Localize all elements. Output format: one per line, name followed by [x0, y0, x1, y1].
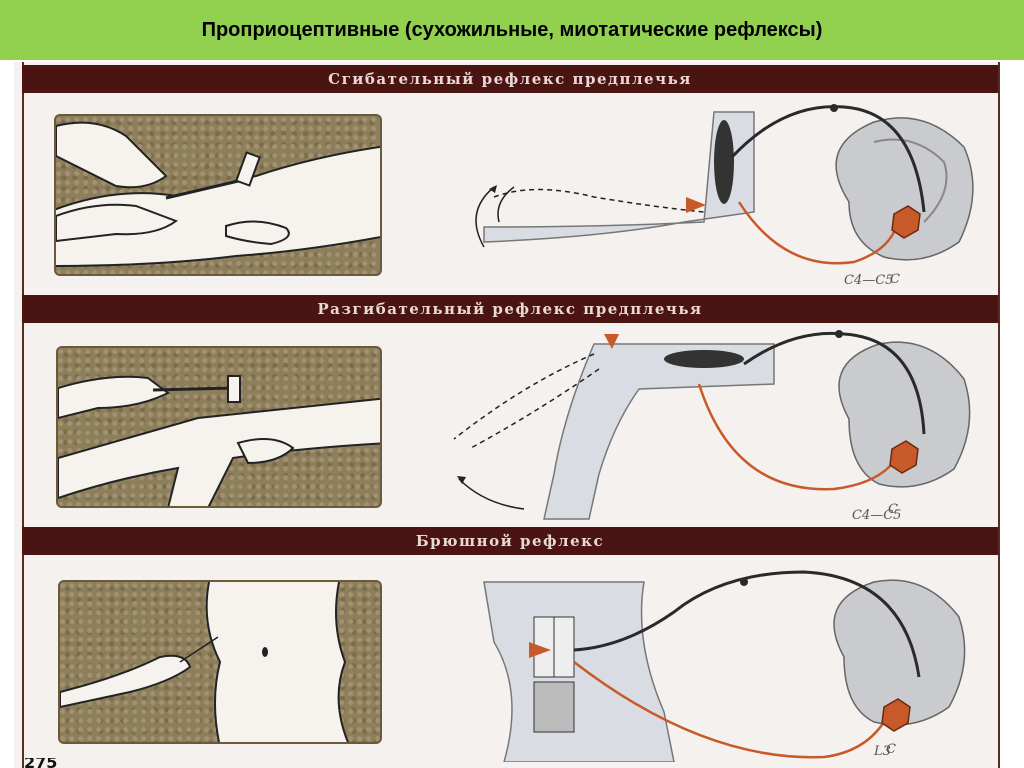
panel-3-neuron-label: C [886, 742, 896, 757]
panel-3-heading: Брюшной рефлекс [415, 532, 605, 550]
panel-2-heading-band: Разгибательный рефлекс предплечья [22, 295, 998, 323]
panel-3-segment-label: L3 [874, 744, 891, 759]
panel-1-reflex-arc [475, 104, 974, 265]
panel-1-segment-label: C4—C5 [844, 273, 894, 288]
panel-2-segment-label: C4—C5 [852, 508, 902, 523]
slide-title: Проприоцептивные (сухожильные, миотатиче… [201, 18, 823, 41]
panel-2-photo [56, 346, 382, 508]
slide-title-bar: Проприоцептивные (сухожильные, миотатиче… [0, 0, 1024, 60]
panel-3-photo-drawing [60, 582, 350, 742]
panel-1-diagram: C [454, 102, 994, 292]
panel-3-photo [58, 580, 382, 744]
panel-2-heading: Разгибательный рефлекс предплечья [317, 300, 703, 318]
panel-2-reflex-arc [453, 330, 971, 520]
page-number: 275 [24, 758, 58, 768]
panel-1-heading: Сгибательный рефлекс предплечья [328, 70, 692, 88]
panel-2-photo-drawing [58, 375, 380, 506]
panel-1-heading-band: Сгибательный рефлекс предплечья [22, 65, 998, 93]
panel-1-photo-drawing [56, 121, 380, 267]
panel-3-reflex-arc [483, 570, 966, 762]
illustration-plate: Сгибательный рефлекс предплечья [14, 62, 1000, 768]
plate-frame [22, 62, 1000, 768]
panel-1-neuron-label: C [890, 272, 900, 287]
panel-2-diagram: C [424, 324, 994, 524]
panel-2-neuron-label: C [888, 502, 898, 517]
panel-3-heading-band: Брюшной рефлекс [22, 527, 998, 555]
panel-3-diagram: C [474, 562, 994, 762]
panel-1-photo [54, 114, 382, 276]
